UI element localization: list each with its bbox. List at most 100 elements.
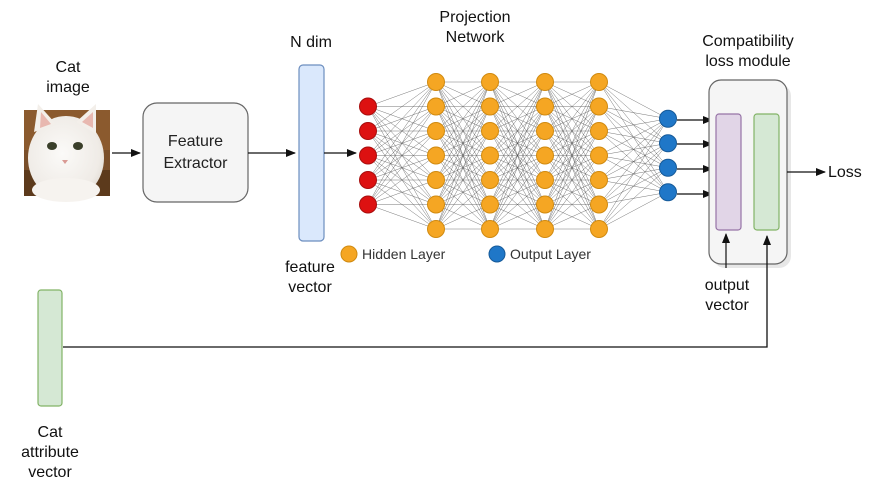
network-edge xyxy=(435,179,491,230)
network-nodes xyxy=(359,73,677,238)
network-edge xyxy=(367,179,437,205)
hidden-node xyxy=(481,73,499,91)
network-edge xyxy=(435,81,491,181)
output-vector-label-line2: vector xyxy=(705,297,749,314)
feature-vector-label-line1: feature xyxy=(285,259,335,276)
attribute-vector-bar xyxy=(37,289,63,407)
network-edge xyxy=(367,81,437,156)
hidden-node xyxy=(427,97,445,116)
network-edge xyxy=(598,118,669,156)
feature-vector-label: feature vector xyxy=(275,258,345,298)
hidden-node xyxy=(427,171,445,189)
network-edge xyxy=(544,81,600,156)
loss-label: Loss xyxy=(828,164,862,181)
output-vector-label: output vector xyxy=(692,276,762,316)
projection-network-title-line1: Projection xyxy=(439,9,511,26)
hidden-node xyxy=(536,122,554,140)
network-edge xyxy=(598,118,669,230)
network-edge xyxy=(544,81,600,132)
network-edge xyxy=(367,81,437,107)
cat-image-label: Cat image xyxy=(38,58,98,98)
feature-vector-bar xyxy=(298,64,325,242)
hidden-node xyxy=(481,195,499,214)
feature-extractor-label: Feature Extractor xyxy=(143,131,248,175)
network-edge xyxy=(367,204,437,230)
network-edge xyxy=(489,81,546,107)
network-edge xyxy=(598,118,669,205)
network-edge xyxy=(544,204,600,230)
network-edge xyxy=(367,155,437,205)
hidden-node xyxy=(481,220,499,238)
network-edge xyxy=(544,179,600,230)
hidden-node xyxy=(481,171,499,189)
network-edge xyxy=(544,130,600,230)
network-edge xyxy=(435,155,491,230)
hidden-node xyxy=(536,146,554,165)
network-edge xyxy=(598,192,669,230)
network-edge xyxy=(367,81,437,181)
input-node xyxy=(359,171,377,189)
network-edge xyxy=(598,167,669,230)
network-edge xyxy=(367,81,437,132)
hidden-node xyxy=(427,73,445,91)
network-edge xyxy=(489,81,546,156)
network-edge xyxy=(544,155,600,230)
network-edge xyxy=(367,130,437,205)
input-node xyxy=(359,195,377,214)
compatibility-module-title: Compatibility loss module xyxy=(686,32,810,72)
hidden-node xyxy=(590,97,608,116)
network-edge xyxy=(544,81,600,205)
input-node xyxy=(359,97,377,116)
input-node xyxy=(359,146,377,165)
compatibility-module-title-line1: Compatibility xyxy=(702,33,794,50)
projection-network-title: Projection Network xyxy=(425,8,525,48)
legend-hidden-dot xyxy=(340,245,358,263)
feature-extractor-label-line1: Feature xyxy=(167,133,224,150)
attribute-vector-label-line3: vector xyxy=(28,464,72,481)
network-edge xyxy=(435,81,491,205)
compatibility-module-title-line2: loss module xyxy=(705,53,791,70)
hidden-node xyxy=(536,171,554,189)
hidden-node xyxy=(427,195,445,214)
network-edge xyxy=(598,143,669,230)
attribute-vector-slot-bar xyxy=(753,113,780,231)
output-node xyxy=(659,134,677,153)
feature-vector-label-line2: vector xyxy=(288,279,332,296)
network-edge xyxy=(544,106,600,230)
network-edge xyxy=(598,118,669,181)
network-edge xyxy=(489,81,546,181)
hidden-node xyxy=(481,146,499,165)
network-edge xyxy=(489,106,546,230)
hidden-node xyxy=(590,195,608,214)
hidden-node xyxy=(536,73,554,91)
hidden-node xyxy=(590,146,608,165)
hidden-node xyxy=(590,220,608,238)
projection-network-title-line2: Network xyxy=(445,29,505,46)
attribute-vector-label-line1: Cat xyxy=(37,424,63,441)
hidden-node xyxy=(536,195,554,214)
output-vector-bar xyxy=(715,113,742,231)
network-edge xyxy=(435,81,491,132)
network-edge xyxy=(544,81,600,107)
hidden-node xyxy=(427,122,445,140)
feature-extractor-label-line2: Extractor xyxy=(163,155,228,172)
hidden-node xyxy=(481,122,499,140)
hidden-node xyxy=(590,73,608,91)
network-edge xyxy=(435,130,491,230)
output-node xyxy=(659,158,677,177)
legend-output-dot xyxy=(488,245,506,263)
hidden-node xyxy=(427,146,445,165)
network-edge xyxy=(435,81,491,156)
network-edge xyxy=(489,204,546,230)
legend-hidden-label: Hidden Layer xyxy=(362,246,446,262)
network-edge xyxy=(489,81,546,230)
arrow-attribute-to-module xyxy=(63,235,771,348)
network-edge xyxy=(367,106,437,205)
network-edge xyxy=(598,106,669,119)
network-edge xyxy=(489,81,546,205)
network-edge xyxy=(435,106,491,230)
cat-image xyxy=(24,104,110,202)
output-node xyxy=(659,109,677,128)
output-node xyxy=(659,183,677,202)
